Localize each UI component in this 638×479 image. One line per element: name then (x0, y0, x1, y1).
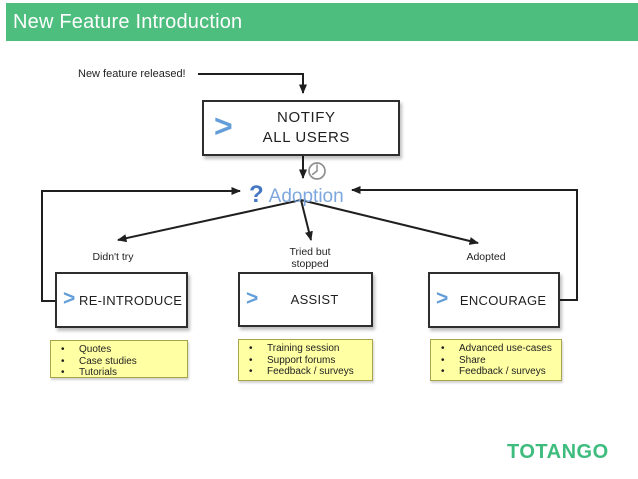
note-text: Support forums (267, 354, 336, 366)
action-label: RE-INTRODUCE (79, 292, 183, 308)
bullet-icon: • (441, 354, 445, 366)
slide-header: New Feature Introduction (6, 3, 638, 41)
outcome-label-didnt-try: Didn't try (92, 251, 134, 263)
bullet-icon: • (249, 343, 253, 354)
totango-logo: TOTANGO (507, 441, 609, 463)
notes-re-introduce: • Quotes • Case studies • Tutorials (50, 340, 188, 378)
clock-icon (308, 162, 326, 180)
arrow-adoption-to-didnt-try (117, 199, 302, 243)
notify-all-users-box: > NOTIFY ALL USERS (202, 100, 400, 156)
arrow-trigger-to-notify (198, 73, 307, 94)
note-item: • Advanced use-cases (441, 343, 559, 355)
action-label: ASSIST (290, 292, 339, 307)
chevron-right-icon: > (63, 287, 76, 310)
page-title: New Feature Introduction (13, 10, 243, 33)
note-text: Training session (267, 343, 340, 354)
chevron-right-icon: > (436, 287, 449, 310)
adoption-label: Adoption (268, 186, 344, 207)
bullet-icon: • (249, 366, 253, 377)
notify-box-label: NOTIFY ALL USERS (215, 108, 398, 148)
trigger-label: New feature released! (78, 68, 186, 80)
bullet-icon: • (441, 366, 445, 377)
note-text: Advanced use-cases (459, 343, 552, 354)
notes-encourage: • Advanced use-cases • Share • Feedback … (430, 339, 562, 381)
note-item: • Tutorials (61, 367, 185, 379)
note-item: • Share (441, 355, 559, 367)
note-item: • Feedback / surveys (441, 366, 559, 378)
note-text: Tutorials (79, 367, 117, 378)
arrow-adoption-to-adopted (300, 199, 479, 245)
bullet-icon: • (61, 355, 65, 367)
encourage-box: > ENCOURAGE (428, 272, 560, 328)
notify-line2: ALL USERS (262, 129, 351, 146)
arrow-encourage-feedback-loop (351, 186, 578, 301)
chevron-right-icon: > (246, 286, 259, 310)
arrow-adoption-to-tried-but-stopped (300, 199, 313, 241)
note-item: • Case studies (61, 356, 185, 368)
notes-assist: • Training session • Support forums • Fe… (238, 339, 373, 381)
notify-line1: NOTIFY (277, 109, 336, 126)
bullet-icon: • (61, 344, 65, 355)
note-text: Share (459, 354, 486, 366)
re-introduce-box: > RE-INTRODUCE (55, 272, 188, 328)
note-text: Feedback / surveys (459, 366, 546, 377)
note-text: Case studies (79, 355, 137, 367)
chevron-right-icon: > (214, 108, 233, 144)
note-text: Feedback / surveys (267, 366, 354, 377)
note-item: • Support forums (249, 355, 370, 367)
note-item: • Training session (249, 343, 370, 355)
action-label: ENCOURAGE (459, 292, 547, 308)
note-item: • Quotes (61, 344, 185, 356)
arrow-reintroduce-feedback-loop (41, 187, 241, 302)
bullet-icon: • (441, 343, 445, 354)
assist-box: > ASSIST (238, 272, 373, 327)
question-mark-icon: ? (249, 181, 264, 208)
outcome-label-tried-but-stopped: Tried but stopped (289, 246, 331, 270)
note-text: Quotes (79, 344, 112, 355)
note-item: • Feedback / surveys (249, 366, 370, 378)
outcome-label-adopted: Adopted (466, 251, 506, 263)
bullet-icon: • (61, 367, 65, 378)
adoption-decision: ? Adoption (249, 181, 344, 209)
bullet-icon: • (249, 354, 253, 366)
